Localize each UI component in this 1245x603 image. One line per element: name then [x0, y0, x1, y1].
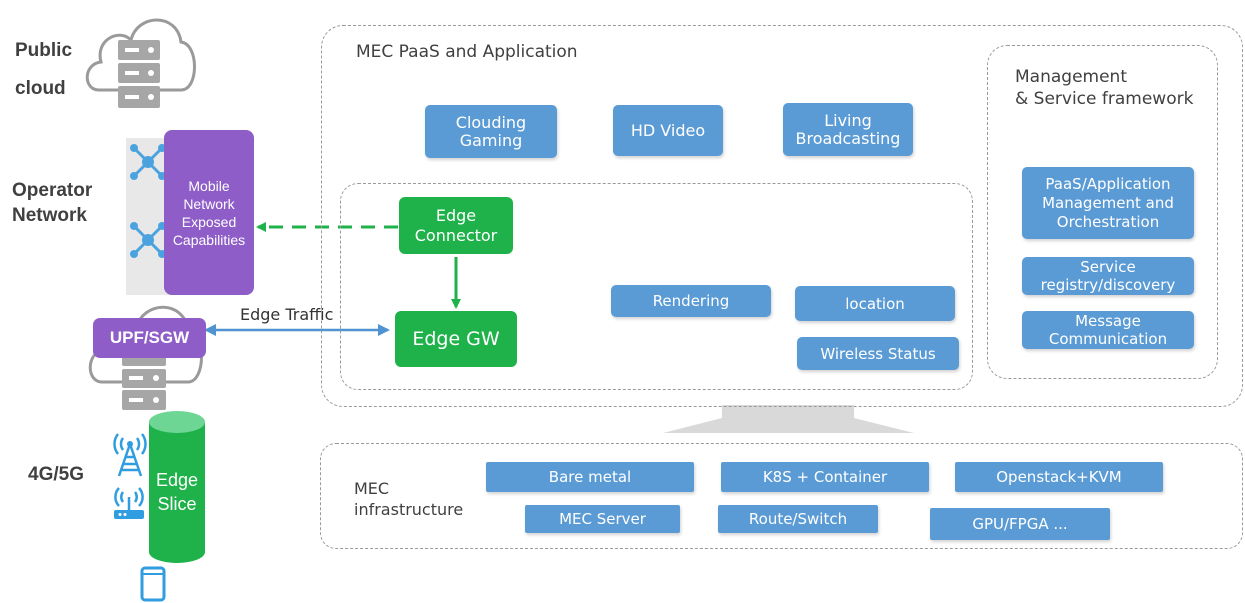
mobile-phone-icon: [140, 566, 166, 602]
management-title: Management & Service framework: [1015, 67, 1194, 109]
edge-slice-label: Edge Slice: [155, 470, 199, 514]
network-gen-label: 4G/5G: [28, 464, 84, 485]
mobile-network-exposed-capabilities: Mobile Network Exposed Capabilities: [164, 130, 254, 295]
infra-k8s-container: K8S + Container: [721, 462, 929, 492]
edge-gw-box: Edge GW: [395, 311, 517, 367]
service-location: location: [795, 286, 955, 321]
edge-platform-container: [340, 183, 973, 390]
app-clouding-gaming: Clouding Gaming: [425, 105, 557, 158]
edge-connector-box: Edge Connector: [399, 197, 513, 254]
cell-tower-icon: [113, 433, 147, 477]
infra-gpu-fpga: GPU/FPGA ...: [930, 508, 1110, 540]
network-node-icon: [130, 222, 166, 258]
infra-bare-metal: Bare metal: [486, 462, 694, 492]
upf-sgw-box: UPF/SGW: [93, 318, 206, 358]
mec-infra-title: MEC infrastructure: [354, 479, 464, 519]
mgmt-service-registry: Service registry/discovery: [1022, 257, 1194, 295]
infra-mec-server: MEC Server: [525, 505, 680, 533]
edge-traffic-label: Edge Traffic: [240, 305, 334, 324]
infra-to-paas-arrow: [663, 405, 914, 433]
mec-paas-title: MEC PaaS and Application: [356, 42, 578, 62]
infra-openstack-kvm: Openstack+KVM: [955, 462, 1163, 492]
management-container: [987, 45, 1218, 379]
mec-paas-container: [321, 25, 1243, 407]
mgmt-paas-orchestration: PaaS/Application Management and Orchestr…: [1022, 167, 1194, 239]
public-cloud-icon: [85, 18, 196, 108]
app-living-broadcasting: Living Broadcasting: [783, 103, 913, 156]
edge-slice-cylinder: [149, 411, 205, 563]
operator-network-label: Operator Network: [12, 180, 93, 226]
network-node-icon: [130, 144, 166, 180]
service-rendering: Rendering: [611, 285, 771, 317]
mgmt-message-communication: Message Communication: [1022, 311, 1194, 349]
infra-route-switch: Route/Switch: [718, 505, 878, 533]
service-wireless-status: Wireless Status: [797, 337, 959, 370]
mec-infra-container: [320, 443, 1243, 549]
public-cloud-label: Public cloud: [15, 40, 73, 99]
app-hd-video: HD Video: [613, 105, 723, 156]
router-icon: [114, 487, 144, 519]
